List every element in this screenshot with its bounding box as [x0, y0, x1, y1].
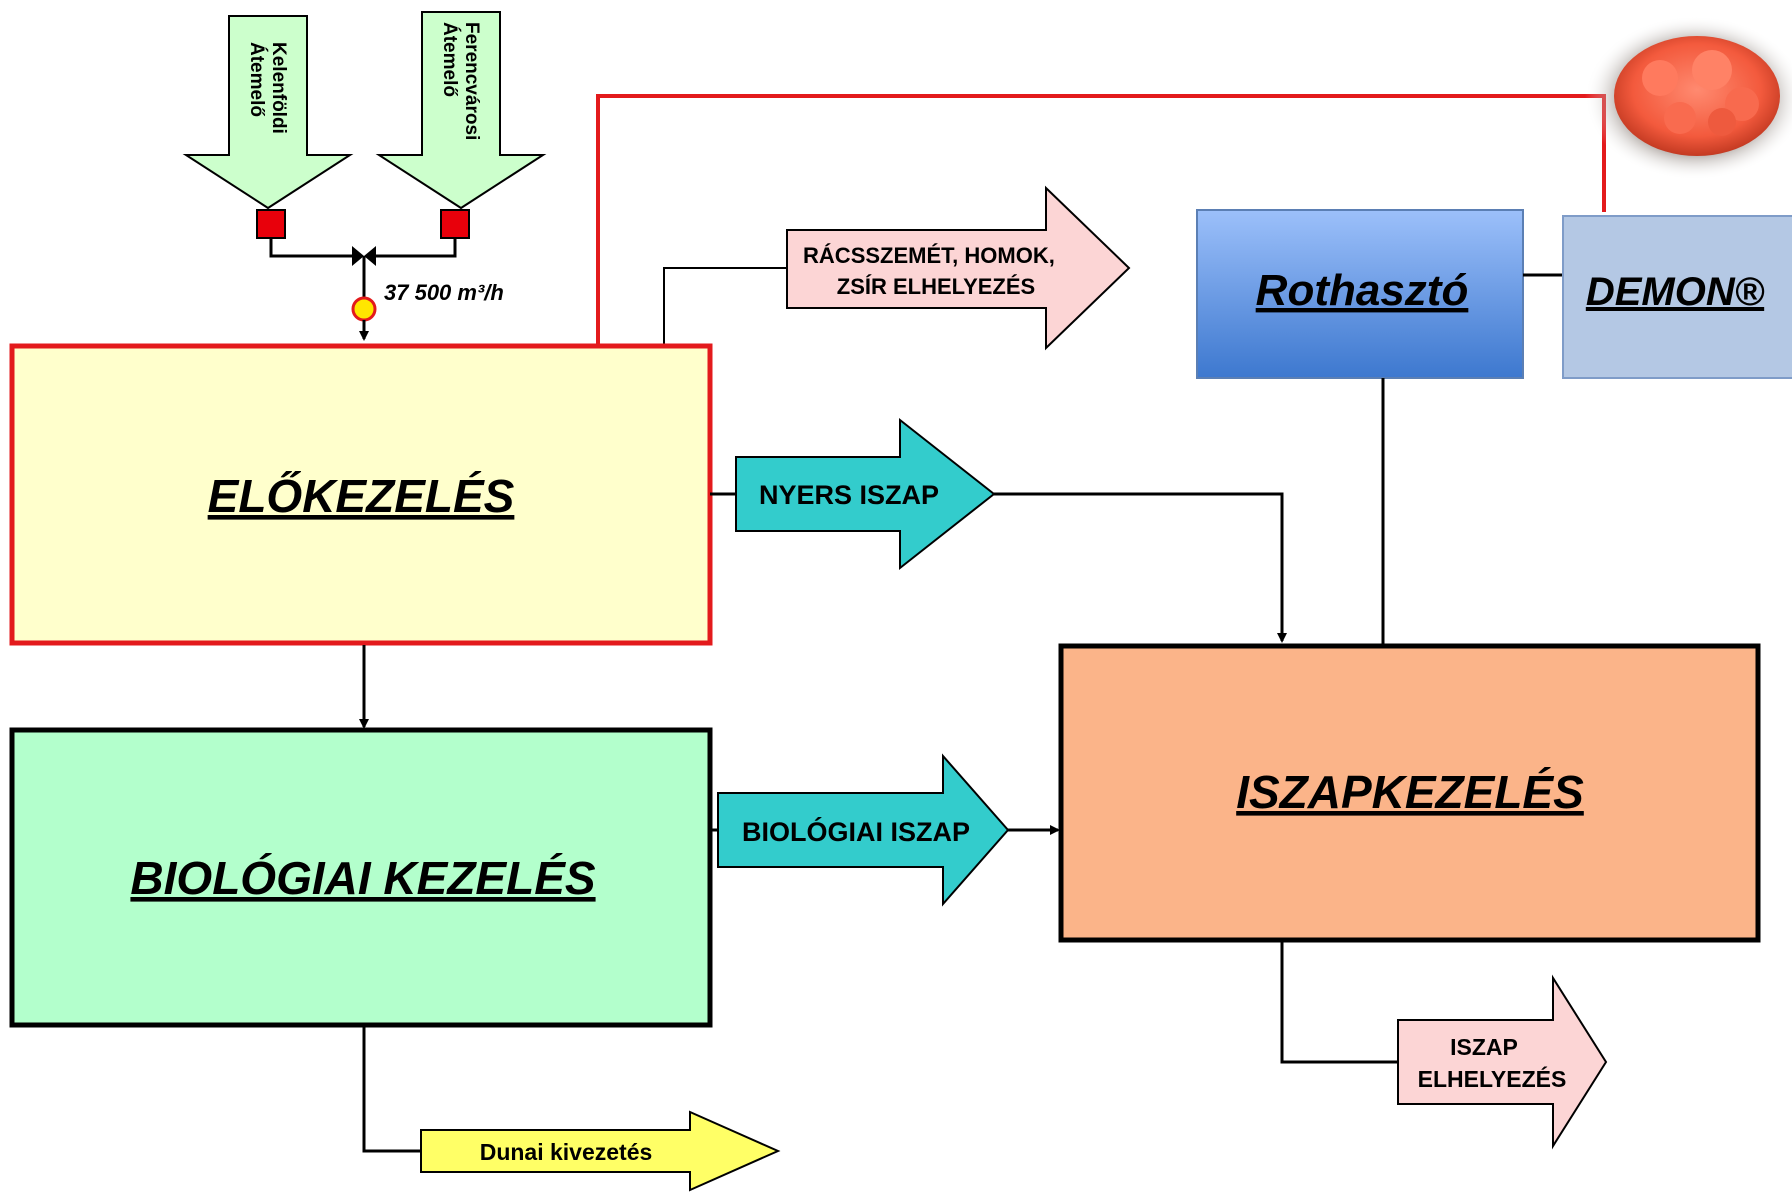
- inflow-kelenfold-line2: Átemelő: [246, 42, 268, 117]
- sludge-treatment-box: ISZAPKEZELÉS: [1058, 643, 1761, 943]
- biological-title: BIOLÓGIAI KEZELÉS: [130, 852, 595, 904]
- flow-meter-icon: [351, 296, 377, 322]
- inflow-ferencvaros-line1: Ferencvárosi: [461, 22, 482, 140]
- bio-sludge-label: BIOLÓGIAI ISZAP: [742, 816, 970, 847]
- inflow-ferencvaros-line2: Átemelő: [439, 22, 461, 97]
- sludge-disposal-line1: ISZAP: [1450, 1034, 1517, 1060]
- sludge-disposal-line2: ELHELYEZÉS: [1418, 1065, 1567, 1092]
- demon-granule-image: [1585, 16, 1792, 180]
- inflow-arrow-ferencvaros: Ferencvárosi Átemelő: [375, 11, 547, 210]
- danube-outlet-connector: [362, 1025, 421, 1153]
- valve-icon: [352, 246, 364, 266]
- screenings-disposal-arrow: RÁCSSZEMÉT, HOMOK, ZSÍR ELHELYEZÉS: [786, 185, 1131, 351]
- svg-text:ISZAP ELHELYEZÉS: ISZAP ELHELYEZÉS: [1418, 1034, 1567, 1092]
- biological-treatment-box: BIOLÓGIAI KEZELÉS: [9, 727, 713, 1028]
- inflow-arrow-kelenfold: Kelenföldi Átemelő: [182, 15, 354, 210]
- screenings-label-line1: RÁCSSZEMÉT, HOMOK,: [803, 243, 1055, 268]
- raw-sludge-label: NYERS ISZAP: [759, 480, 939, 510]
- demon-box: DEMON®: [1562, 215, 1792, 379]
- raw-sludge-to-sludge-line: [994, 492, 1287, 643]
- sludge-disposal-arrow: ISZAP ELHELYEZÉS: [1397, 974, 1608, 1150]
- pump-ferencvaros: [440, 209, 470, 239]
- valve-icon-right: [364, 246, 376, 266]
- sludge-treatment-title: ISZAPKEZELÉS: [1236, 766, 1584, 818]
- red-connection-line: [596, 94, 1606, 346]
- svg-text:Kelenföldi Átemelő: Kelenföldi Átemelő: [246, 42, 289, 139]
- danube-outlet-arrow: Dunai kivezetés: [420, 1110, 781, 1192]
- screenings-label-line2: ZSÍR ELHELYEZÉS: [837, 274, 1035, 299]
- sludge-disposal-connector: [1280, 940, 1398, 1064]
- demon-title: DEMON®: [1586, 270, 1765, 314]
- inflow-line-right: [376, 238, 457, 258]
- pretreatment-box: ELŐKEZELÉS: [9, 343, 713, 646]
- screenings-connector: [663, 267, 787, 346]
- digester-title: Rothasztó: [1256, 266, 1469, 315]
- raw-sludge-arrow: NYERS ISZAP: [735, 417, 996, 571]
- biological-sludge-arrow: BIOLÓGIAI ISZAP: [717, 753, 1010, 907]
- danube-outlet-label: Dunai kivezetés: [480, 1139, 653, 1165]
- pretreatment-title: ELŐKEZELÉS: [208, 470, 515, 522]
- pump-kelenfold: [256, 209, 286, 239]
- svg-text:Ferencvárosi Átemelő: Ferencvárosi Átemelő: [439, 22, 482, 146]
- flow-rate-label: 37 500 m³/h: [384, 280, 504, 305]
- svg-text:RÁCSSZEMÉT, HOMOK, ZSÍR: RÁCSSZEMÉT, HOMOK, ZSÍR ELHELYEZÉS: [803, 243, 1061, 299]
- digester-box: Rothasztó: [1196, 209, 1524, 379]
- inflow-line-left: [269, 238, 352, 258]
- inflow-kelenfold-line1: Kelenföldi: [268, 42, 289, 134]
